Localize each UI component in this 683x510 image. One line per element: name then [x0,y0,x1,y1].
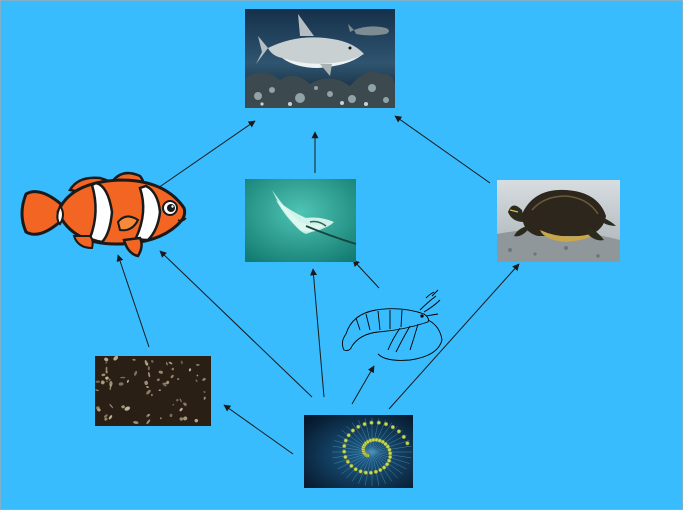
arrow-phytoplankton-to-clownfish [159,250,313,398]
shrimp-line-drawing[interactable] [341,289,443,361]
arrow-phytoplankton-to-manta-ray [310,268,325,398]
clownfish-illustration[interactable] [20,171,187,258]
phytoplankton-photo[interactable] [304,415,413,488]
arrow-phytoplankton-to-zooplankton [223,404,294,455]
turtle-photo[interactable] [497,180,620,262]
shark-photo[interactable] [245,9,395,108]
arrow-zooplankton-to-clownfish [116,254,150,348]
arrow-clownfish-to-shark [157,120,256,189]
zooplankton-photo[interactable] [95,355,211,426]
arrow-turtle-to-shark [394,115,491,184]
arrow-phytoplankton-to-turtle [388,263,520,410]
feeding-arrows [116,115,520,455]
manta-ray-photo[interactable] [245,179,357,262]
arrow-phytoplankton-to-shrimp [351,365,375,405]
arrow-shrimp-to-manta-ray [352,259,380,289]
